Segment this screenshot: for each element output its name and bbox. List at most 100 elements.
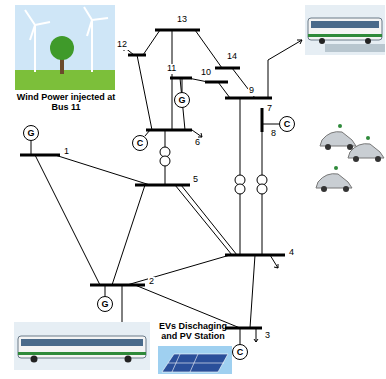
line [172,30,173,130]
picture-ground [305,5,385,55]
wheel [31,356,38,363]
blade [87,20,92,36]
plug [338,124,342,128]
ev-cars-picture [316,124,384,192]
blade [84,7,92,20]
sky [15,5,115,90]
solar-panel [162,354,228,372]
line [112,185,145,285]
load-arrow [192,130,202,137]
bus-number: 10 [200,68,212,78]
bus-bar [225,327,262,330]
wheel [365,38,371,44]
transformer-coil [160,156,170,166]
line [182,78,183,92]
line [240,328,241,344]
charge-plugs [334,124,370,170]
bus-stripe [308,34,382,37]
transformers [160,147,267,194]
bus-bar [225,97,272,100]
bus-bar [205,81,228,84]
symbol-letter: C [137,139,144,148]
generator-symbol: G [23,125,39,141]
caption-note: EVs Dischaging and PV Station [156,322,230,342]
grass [15,70,115,90]
bus-body [308,18,382,40]
tower [34,25,36,72]
blade [92,18,108,20]
bus-number: 5 [192,175,199,185]
bus-bars [20,30,285,328]
line [218,82,230,98]
bus-number: 13 [176,15,188,25]
blade [35,22,50,25]
bus-number: 14 [226,52,238,62]
tree-crown [50,36,74,60]
bus-number: 12 [116,40,128,50]
condenser-symbol: C [279,116,295,132]
wheel [375,156,381,162]
tower [91,20,93,72]
blade [30,25,35,40]
bus-bar [261,108,264,132]
generator-symbol: G [174,92,190,108]
symbol-letter: G [101,300,108,309]
bus-number: 9 [248,86,255,96]
car-body [316,174,352,188]
car-body [320,132,356,146]
symbol-letter: G [27,129,34,138]
transformer-coil [257,184,267,194]
wheel [319,38,325,44]
bus-number: 11 [166,64,177,74]
line [268,40,302,60]
bus-number: 1 [63,147,70,157]
wheel [125,356,132,363]
line [122,285,123,322]
picture-ground [14,322,150,370]
line [175,185,232,255]
bus-bar [170,77,192,80]
bus-bar [225,254,285,257]
bus-bar [155,29,200,32]
line [127,255,230,285]
bus-body [18,336,146,358]
line [268,60,269,98]
bus-number: 6 [194,138,201,148]
turbines [25,7,108,72]
load-arrow [254,328,258,342]
wheel [321,186,327,192]
load-arrows [124,40,302,342]
bus-windows [311,21,379,28]
line [143,30,160,55]
line [195,30,222,68]
transformer-coil [235,184,245,194]
generator-symbol: G [97,296,113,312]
bus-windows [21,339,143,346]
pv-picture [158,346,232,374]
line [31,141,32,155]
condenser-symbol: C [232,344,248,360]
caption-note: Wind Power injected at Bus 11 [12,93,120,113]
wheel [343,186,349,192]
blade [25,10,35,25]
symbol-letter: C [237,348,244,357]
line [181,185,237,255]
condenser-symbol: C [132,135,148,151]
wheel [325,144,331,150]
bus-number: 3 [264,331,271,341]
panel-grid [168,363,224,364]
wheel [353,156,359,162]
bus-bar [128,54,146,57]
car [316,174,352,192]
bus-number: 7 [266,104,273,114]
bus-number: 2 [148,277,155,287]
plug [334,166,338,170]
ev-bus-picture [305,5,385,55]
line [232,68,255,98]
ev-discharge-picture [14,322,150,370]
line [137,55,152,130]
bus-bar [90,284,145,287]
bus-row [325,44,385,52]
car [348,144,384,162]
